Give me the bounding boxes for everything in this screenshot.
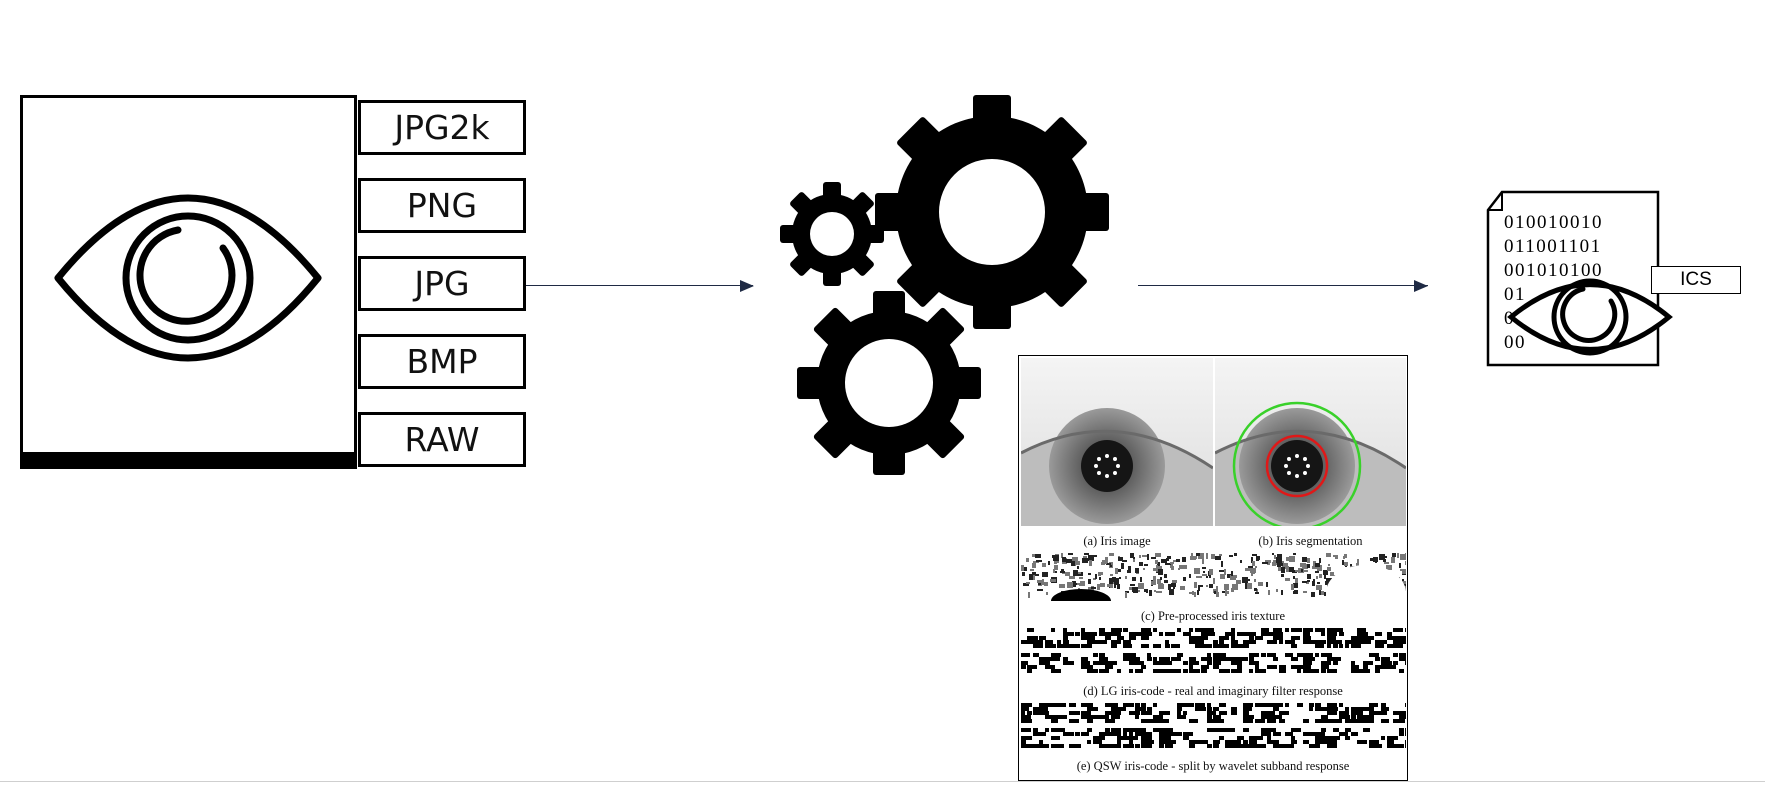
format-box-jpg: JPG bbox=[358, 256, 526, 311]
arrow-head bbox=[740, 280, 754, 292]
arrow-input-to-processing bbox=[526, 285, 753, 286]
gear-shape bbox=[797, 291, 981, 475]
input-iris-image-box bbox=[20, 95, 357, 469]
qsw-iris-code-image bbox=[1021, 703, 1406, 750]
format-box-png: PNG bbox=[358, 178, 526, 233]
preprocessed-texture-image bbox=[1021, 553, 1406, 601]
caption-d: (d) LG iris-code - real and imaginary fi… bbox=[1019, 684, 1407, 699]
eye-icon bbox=[23, 98, 354, 452]
box-bottom-bar bbox=[23, 452, 354, 466]
binary-row: 010010010 bbox=[1504, 212, 1603, 234]
caption-b: (b) Iris segmentation bbox=[1215, 534, 1406, 549]
iris-image bbox=[1021, 358, 1213, 526]
gear-shape bbox=[875, 95, 1109, 329]
lg-iris-code-image bbox=[1021, 628, 1406, 675]
format-box-bmp: BMP bbox=[358, 334, 526, 389]
iris-processing-figure: (a) Iris image (b) Iris segmentation (c)… bbox=[1018, 355, 1408, 781]
output-eye-icon bbox=[1505, 262, 1675, 372]
caption-a: (a) Iris image bbox=[1021, 534, 1213, 549]
iris-segmentation-image bbox=[1215, 358, 1406, 526]
arrow-processing-to-output bbox=[1138, 285, 1428, 286]
format-box-raw: RAW bbox=[358, 412, 526, 467]
format-box-jpg2k: JPG2k bbox=[358, 100, 526, 155]
binary-row: 011001101 bbox=[1504, 236, 1602, 258]
arrow-head bbox=[1414, 280, 1428, 292]
caption-c: (c) Pre-processed iris texture bbox=[1019, 609, 1407, 624]
ics-label: ICS bbox=[1651, 266, 1741, 294]
caption-e: (e) QSW iris-code - split by wavelet sub… bbox=[1019, 759, 1407, 774]
gear-shape bbox=[780, 182, 884, 286]
bottom-divider bbox=[0, 781, 1765, 782]
